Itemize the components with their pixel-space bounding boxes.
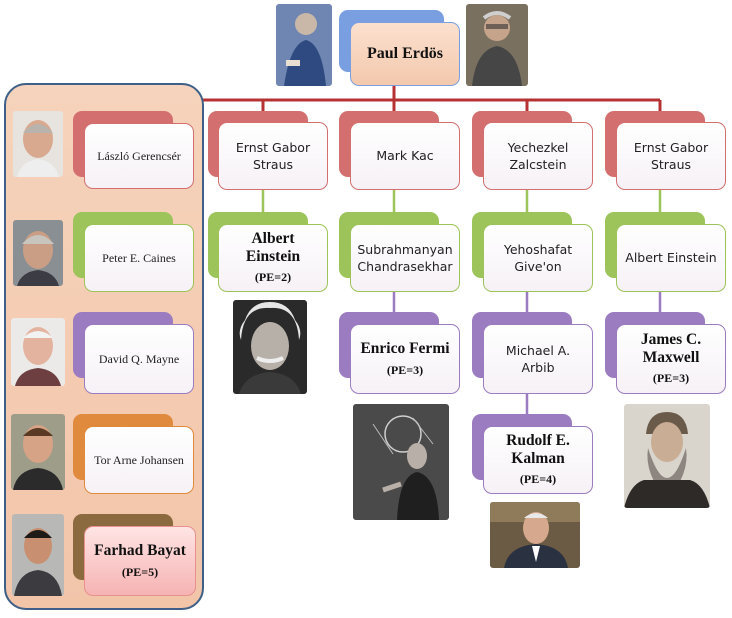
col2-node-2: Subrahmanyan Chandrasekhar	[350, 224, 460, 292]
col1-node-2-pe: (PE=2)	[254, 270, 292, 285]
col2-node-3: Enrico Fermi (PE=3)	[350, 324, 460, 394]
col3-node-4-pe: (PE=4)	[519, 472, 557, 487]
bayat-photo	[12, 514, 64, 596]
mayne-photo	[11, 318, 65, 386]
col3-node-3-name: Michael A. Arbib	[505, 342, 571, 376]
col2-node-3-name: Enrico Fermi	[360, 339, 450, 357]
root-node: Paul Erdös	[350, 22, 460, 86]
col1-node-1-name: Ernst Gabor Straus	[235, 139, 311, 173]
col3-node-2: Yehoshafat Give'on	[483, 224, 593, 292]
gerencser-photo	[13, 111, 63, 177]
erdos-photo-right	[466, 4, 528, 86]
einstein-photo	[233, 300, 307, 394]
col1-node-1: Ernst Gabor Straus	[218, 122, 328, 190]
left-node-1: László Gerencsér	[84, 123, 194, 189]
col2-node-2-name: Subrahmanyan Chandrasekhar	[357, 241, 453, 275]
col4-node-1: Ernst Gabor Straus	[616, 122, 726, 190]
col4-node-3-name: James C. Maxwell	[640, 330, 702, 366]
left-node-4-name: Tor Arne Johansen	[94, 452, 184, 467]
left-node-3-name: David Q. Mayne	[98, 351, 180, 366]
col3-node-2-name: Yehoshafat Give'on	[503, 241, 573, 275]
col2-node-3-pe: (PE=3)	[386, 362, 424, 377]
erdos-photo-left	[276, 4, 332, 86]
col2-node-1: Mark Kac	[350, 122, 460, 190]
left-node-1-name: László Gerencsér	[97, 148, 181, 163]
left-node-5: Farhad Bayat (PE=5)	[84, 526, 196, 596]
caines-photo	[13, 220, 63, 286]
left-node-4: Tor Arne Johansen	[84, 426, 194, 494]
left-node-3: David Q. Mayne	[84, 324, 194, 394]
col4-node-1-name: Ernst Gabor Straus	[633, 139, 709, 173]
kalman-photo	[490, 502, 580, 568]
col1-node-2-name: Albert Einstein	[245, 229, 301, 265]
left-node-5-pe: (PE=5)	[121, 564, 159, 579]
col1-node-2: Albert Einstein (PE=2)	[218, 224, 328, 292]
col4-node-2: Albert Einstein	[616, 224, 726, 292]
col3-node-4-name: Rudolf E. Kalman	[506, 431, 570, 467]
johansen-photo	[11, 414, 65, 490]
maxwell-photo	[624, 404, 710, 508]
col3-node-3: Michael A. Arbib	[483, 324, 593, 394]
col3-node-4: Rudolf E. Kalman (PE=4)	[483, 426, 593, 494]
root-node-name: Paul Erdös	[366, 44, 443, 62]
col3-node-1: Yechezkel Zalcstein	[483, 122, 593, 190]
col4-node-3-pe: (PE=3)	[652, 371, 690, 386]
col2-node-1-name: Mark Kac	[376, 148, 434, 164]
left-node-2: Peter E. Caines	[84, 224, 194, 292]
col4-node-2-name: Albert Einstein	[625, 250, 717, 266]
left-node-2-name: Peter E. Caines	[102, 250, 176, 265]
fermi-photo	[353, 404, 449, 520]
col4-node-3: James C. Maxwell (PE=3)	[616, 324, 726, 394]
col3-node-1-name: Yechezkel Zalcstein	[507, 139, 569, 173]
left-node-5-name: Farhad Bayat	[94, 541, 186, 559]
